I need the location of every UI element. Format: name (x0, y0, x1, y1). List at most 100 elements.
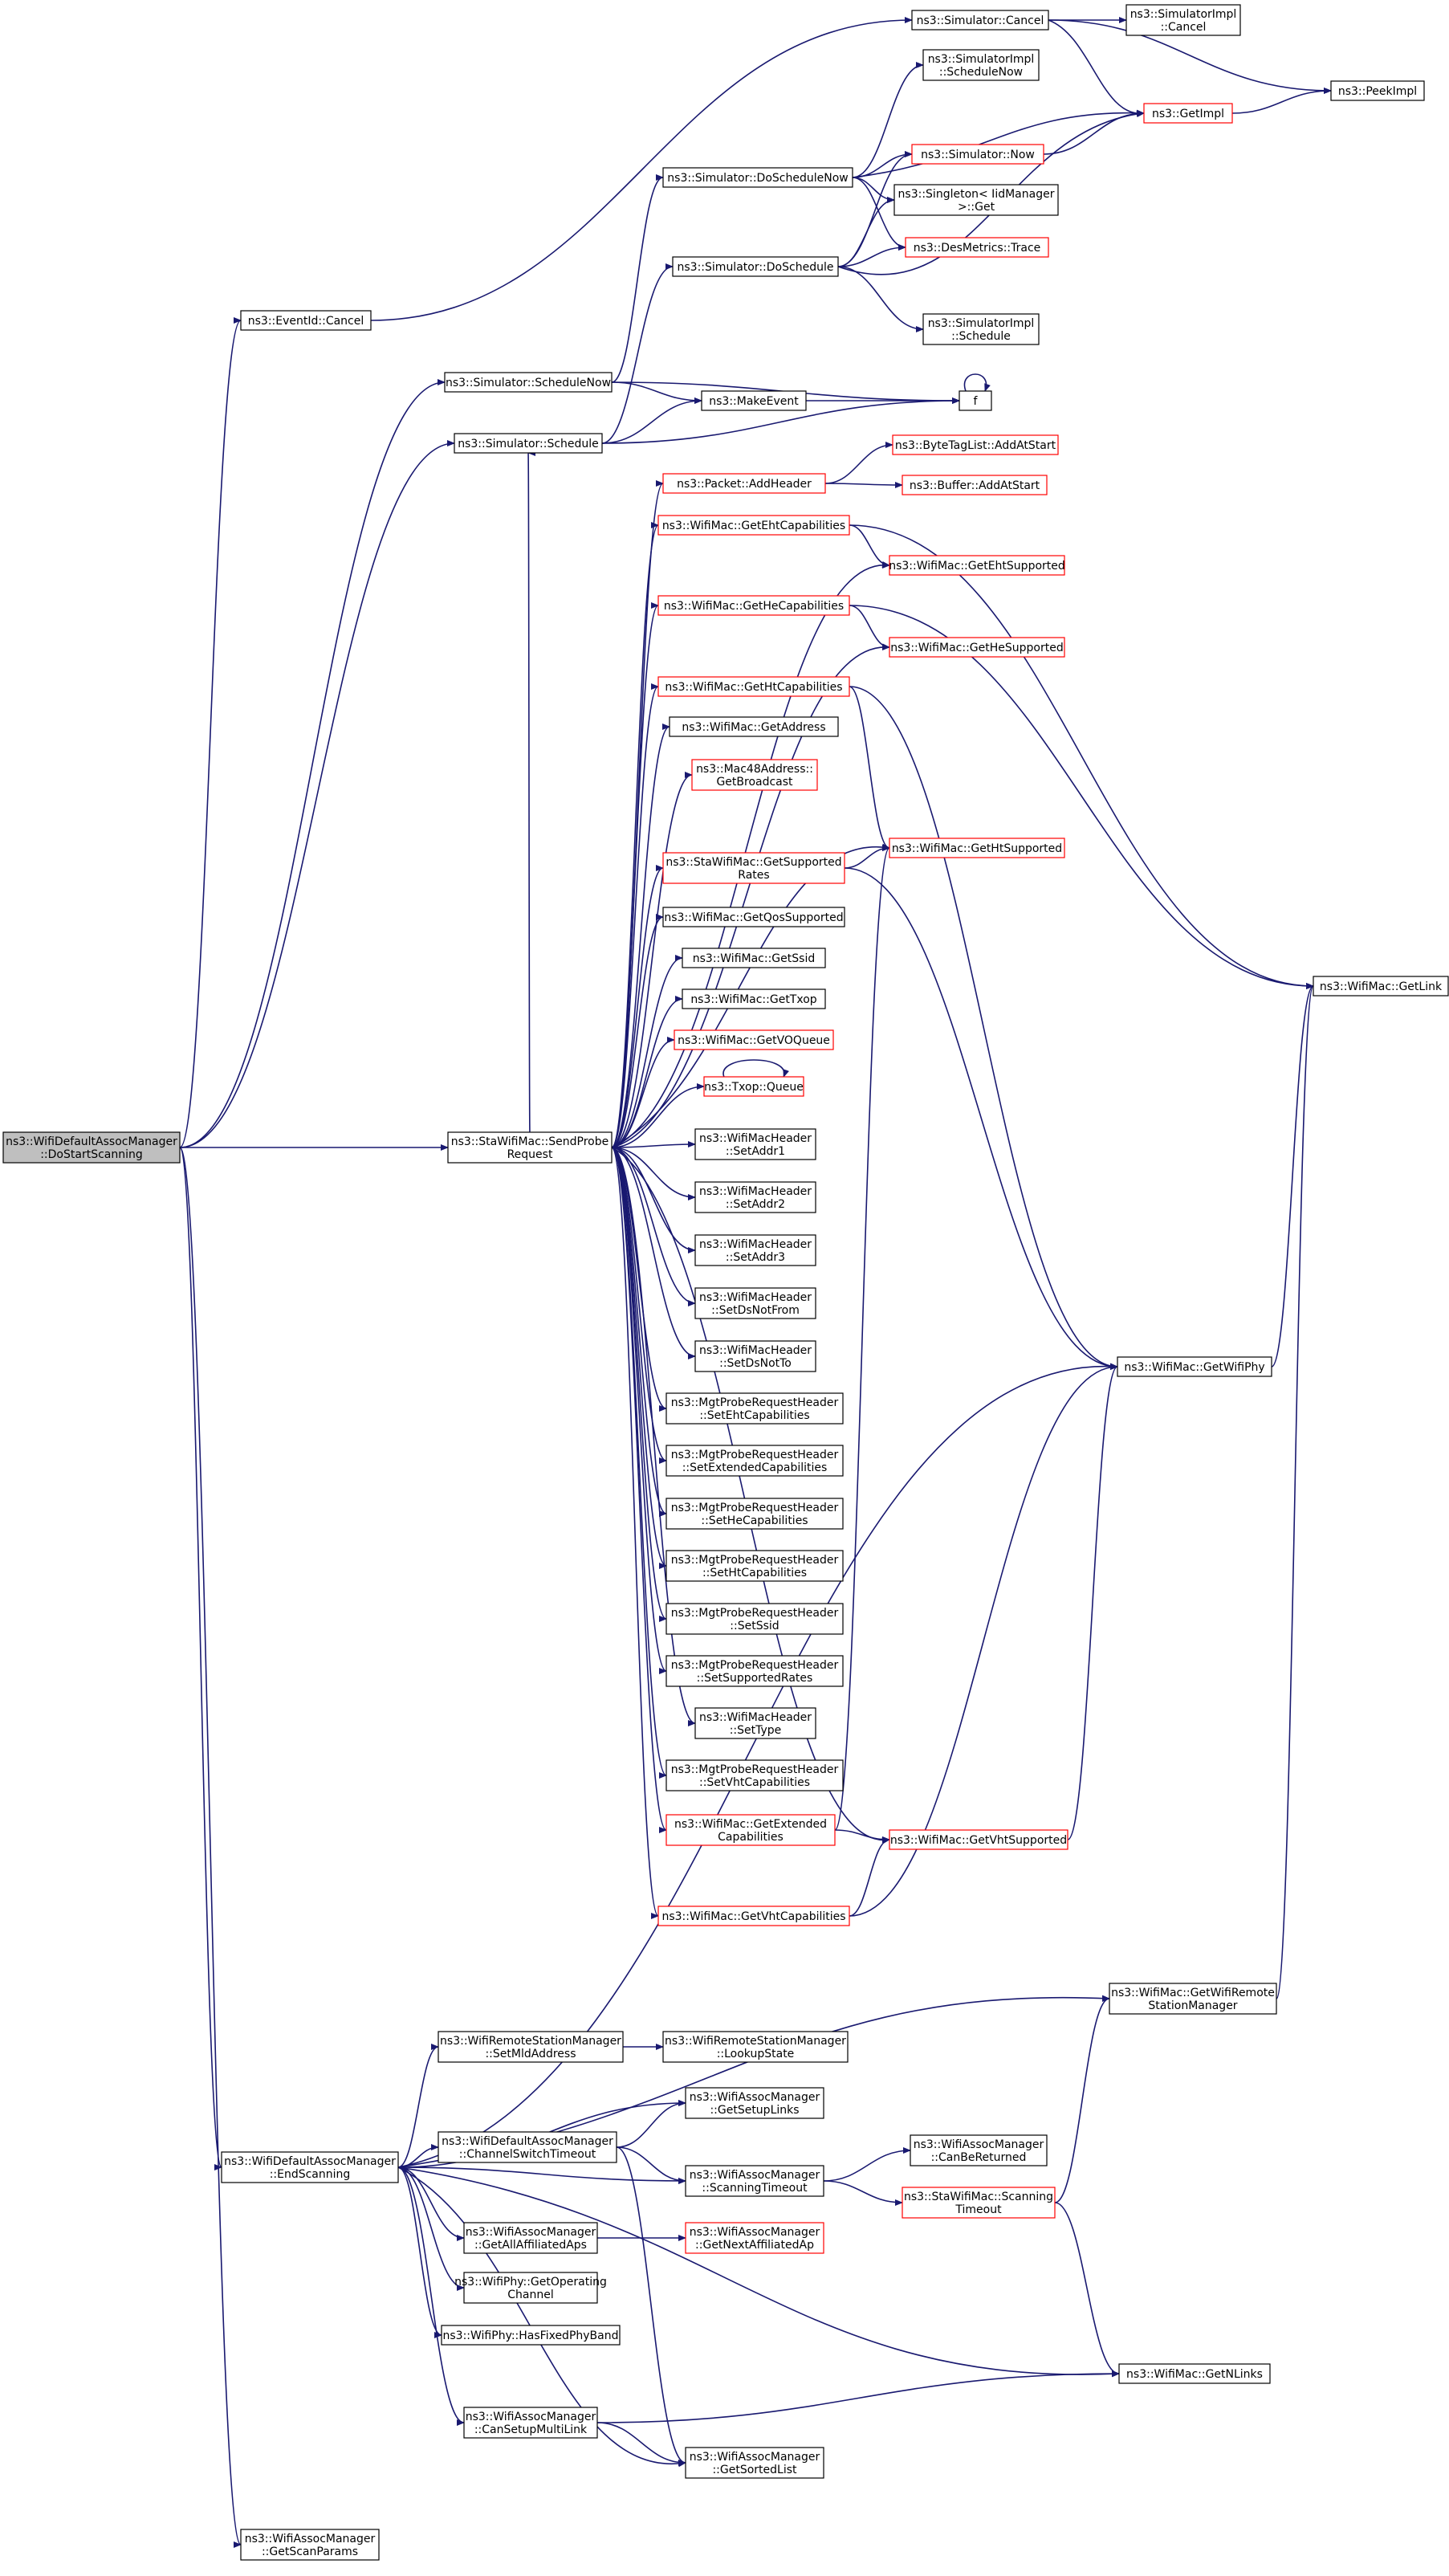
node-simimpl-sched[interactable]: ns3::SimulatorImpl::Schedule (922, 313, 1040, 345)
node-eid-cancel[interactable]: ns3::EventId::Cancel (240, 310, 372, 331)
node-mp-setext[interactable]: ns3::MgtProbeRequestHeader::SetExtendedC… (665, 1445, 844, 1477)
node-box (685, 2087, 824, 2119)
node-setdsnotto[interactable]: ns3::WifiMacHeader::SetDsNotTo (694, 1340, 816, 1372)
node-chswitch[interactable]: ns3::WifiDefaultAssocManager::ChannelSwi… (438, 2131, 617, 2163)
edge-chswitch-to-getsetuplinks (616, 2100, 686, 2148)
node-buf-addatstart[interactable]: ns3::Buffer::AddAtStart (902, 475, 1048, 495)
node-hasfixed[interactable]: ns3::WifiPhy::HasFixedPhyBand (441, 2325, 621, 2346)
node-getvo[interactable]: ns3::WifiMac::GetVOQueue (674, 1029, 834, 1050)
node-setaddr2[interactable]: ns3::WifiMacHeader::SetAddr2 (694, 1181, 816, 1213)
node-getvht[interactable]: ns3::WifiMac::GetVhtCapabilities (657, 1906, 850, 1926)
node-label: ns3::Buffer::AddAtStart (910, 479, 1040, 492)
node-scantimeout[interactable]: ns3::WifiAssocManager::ScanningTimeout (685, 2165, 824, 2197)
node-label: ns3::SimulatorImpl (1130, 8, 1237, 21)
node-box (694, 1181, 816, 1213)
node-box (682, 948, 826, 968)
node-geteht[interactable]: ns3::WifiMac::GetEhtCapabilities (657, 515, 850, 536)
node-box (240, 2529, 380, 2561)
node-label: ns3::WifiMac::GetHeCapabilities (664, 600, 844, 613)
node-getaddr[interactable]: ns3::WifiMac::GetAddress (669, 716, 839, 737)
node-label: ns3::WifiAssocManager (690, 2169, 820, 2182)
node-getehtsup[interactable]: ns3::WifiMac::GetEhtSupported (889, 555, 1065, 576)
node-getremote[interactable]: ns3::WifiMac::GetWifiRemoteStationManage… (1109, 1983, 1277, 2015)
node-getqos[interactable]: ns3::WifiMac::GetQosSupported (662, 907, 845, 927)
node-sim-schednow[interactable]: ns3::Simulator::ScheduleNow (444, 372, 613, 393)
node-sim-now[interactable]: ns3::Simulator::Now (911, 144, 1044, 165)
node-makeevent[interactable]: ns3::MakeEvent (701, 390, 807, 411)
node-mac48[interactable]: ns3::Mac48Address::GetBroadcast (691, 759, 818, 791)
node-sim-doschednow[interactable]: ns3::Simulator::DoScheduleNow (662, 167, 853, 188)
edge-sendprobe-to-setdsnotfrom (611, 1147, 696, 1306)
node-simimpl-schednow[interactable]: ns3::SimulatorImpl::ScheduleNow (922, 49, 1040, 81)
node-gettxop[interactable]: ns3::WifiMac::GetTxop (682, 988, 826, 1009)
edge-endscanning-to-cansetup (397, 2166, 465, 2426)
node-gethe[interactable]: ns3::WifiMac::GetHeCapabilities (657, 595, 850, 616)
node-getht[interactable]: ns3::WifiMac::GetHtCapabilities (657, 676, 850, 697)
node-box (1143, 103, 1233, 124)
node-label: ns3::MgtProbeRequestHeader (671, 1396, 839, 1409)
node-label: ns3::WifiAssocManager (690, 2091, 820, 2104)
node-getallaff[interactable]: ns3::WifiAssocManager::GetAllAffiliatedA… (463, 2222, 598, 2254)
node-label: ::SetType (730, 1724, 782, 1737)
node-lookup[interactable]: ns3::WifiRemoteStationManager::LookupSta… (662, 2031, 849, 2063)
node-box (694, 1340, 816, 1372)
node-stascantimeout[interactable]: ns3::StaWifiMac::ScanningTimeout (902, 2187, 1056, 2219)
node-bytetag[interactable]: ns3::ByteTagList::AddAtStart (892, 434, 1059, 455)
node-box (447, 1131, 613, 1164)
node-box (691, 759, 818, 791)
edges-layer (179, 17, 1332, 2548)
node-sim-dosched[interactable]: ns3::Simulator::DoSchedule (672, 256, 839, 277)
node-f[interactable]: f (959, 390, 992, 411)
node-settype[interactable]: ns3::WifiMacHeader::SetType (694, 1707, 816, 1739)
node-setaddr3[interactable]: ns3::WifiMacHeader::SetAddr3 (694, 1234, 816, 1266)
node-label: ns3::WifiMac::GetVhtCapabilities (661, 1910, 845, 1923)
node-getsetuplinks[interactable]: ns3::WifiAssocManager::GetSetupLinks (685, 2087, 824, 2119)
node-sim-sched[interactable]: ns3::Simulator::Schedule (454, 433, 603, 454)
node-label: ns3::WifiMac::GetVhtSupported (890, 1834, 1067, 1847)
node-simimpl-cancel[interactable]: ns3::SimulatorImpl::Cancel (1125, 4, 1241, 36)
node-sim-cancel[interactable]: ns3::Simulator::Cancel (911, 10, 1049, 31)
node-mp-sethe[interactable]: ns3::MgtProbeRequestHeader::SetHeCapabil… (665, 1498, 844, 1530)
node-label: ns3::WifiRemoteStationManager (665, 2035, 846, 2048)
node-label: ::SetMldAddress (485, 2048, 576, 2060)
node-pkt-addheader[interactable]: ns3::Packet::AddHeader (662, 473, 826, 494)
node-desmetrics[interactable]: ns3::DesMetrics::Trace (905, 237, 1049, 258)
node-getnextaff[interactable]: ns3::WifiAssocManager::GetNextAffiliated… (685, 2222, 824, 2254)
node-peekimpl[interactable]: ns3::PeekImpl (1330, 80, 1425, 101)
node-cansetup[interactable]: ns3::WifiAssocManager::CanSetupMultiLink (463, 2407, 598, 2439)
node-getlink[interactable]: ns3::WifiMac::GetLink (1313, 976, 1449, 997)
node-gethtsup[interactable]: ns3::WifiMac::GetHtSupported (889, 838, 1065, 858)
node-getsorted[interactable]: ns3::WifiAssocManager::GetSortedList (685, 2447, 824, 2479)
node-box (441, 2325, 621, 2346)
node-setmld[interactable]: ns3::WifiRemoteStationManager::SetMldAdd… (438, 2031, 624, 2063)
node-getssid[interactable]: ns3::WifiMac::GetSsid (682, 948, 826, 968)
node-mp-setht[interactable]: ns3::MgtProbeRequestHeader::SetHtCapabil… (665, 1550, 844, 1582)
node-getscanparams[interactable]: ns3::WifiAssocManager::GetScanParams (240, 2529, 380, 2561)
node-label: ::SetVhtCapabilities (699, 1776, 810, 1789)
node-setaddr1[interactable]: ns3::WifiMacHeader::SetAddr1 (694, 1128, 816, 1160)
node-gethesup[interactable]: ns3::WifiMac::GetHeSupported (889, 637, 1065, 658)
node-endscanning[interactable]: ns3::WifiDefaultAssocManager::EndScannin… (221, 2151, 399, 2183)
node-singleton[interactable]: ns3::Singleton< IidManager>::Get (893, 184, 1059, 216)
node-mp-seteht[interactable]: ns3::MgtProbeRequestHeader::SetEhtCapabi… (665, 1392, 844, 1425)
node-getvhtsup[interactable]: ns3::WifiMac::GetVhtSupported (889, 1829, 1068, 1850)
node-label: ns3::WifiAssocManager (690, 2226, 820, 2239)
node-box (662, 852, 845, 884)
node-label: ::GetSortedList (712, 2464, 797, 2476)
node-getnlinks[interactable]: ns3::WifiMac::GetNLinks (1118, 2363, 1271, 2384)
node-mp-setvht[interactable]: ns3::MgtProbeRequestHeader::SetVhtCapabi… (665, 1759, 844, 1791)
node-mp-setrates[interactable]: ns3::MgtProbeRequestHeader::SetSupported… (665, 1655, 844, 1687)
node-getwifiphy[interactable]: ns3::WifiMac::GetWifiPhy (1117, 1356, 1272, 1377)
node-setdsnotfrom[interactable]: ns3::WifiMacHeader::SetDsNotFrom (694, 1287, 816, 1319)
node-label: ns3::WifiDefaultAssocManager (6, 1135, 177, 1148)
node-getimpl[interactable]: ns3::GetImpl (1143, 103, 1233, 124)
node-canbereturned[interactable]: ns3::WifiAssocManager::CanBeReturned (910, 2134, 1048, 2166)
node-mp-setssid[interactable]: ns3::MgtProbeRequestHeader::SetSsid (665, 1603, 844, 1635)
node-txopq[interactable]: ns3::Txop::Queue (703, 1076, 804, 1097)
node-label: ns3::EventId::Cancel (248, 315, 364, 328)
node-label: ::DoStartScanning (40, 1148, 143, 1161)
